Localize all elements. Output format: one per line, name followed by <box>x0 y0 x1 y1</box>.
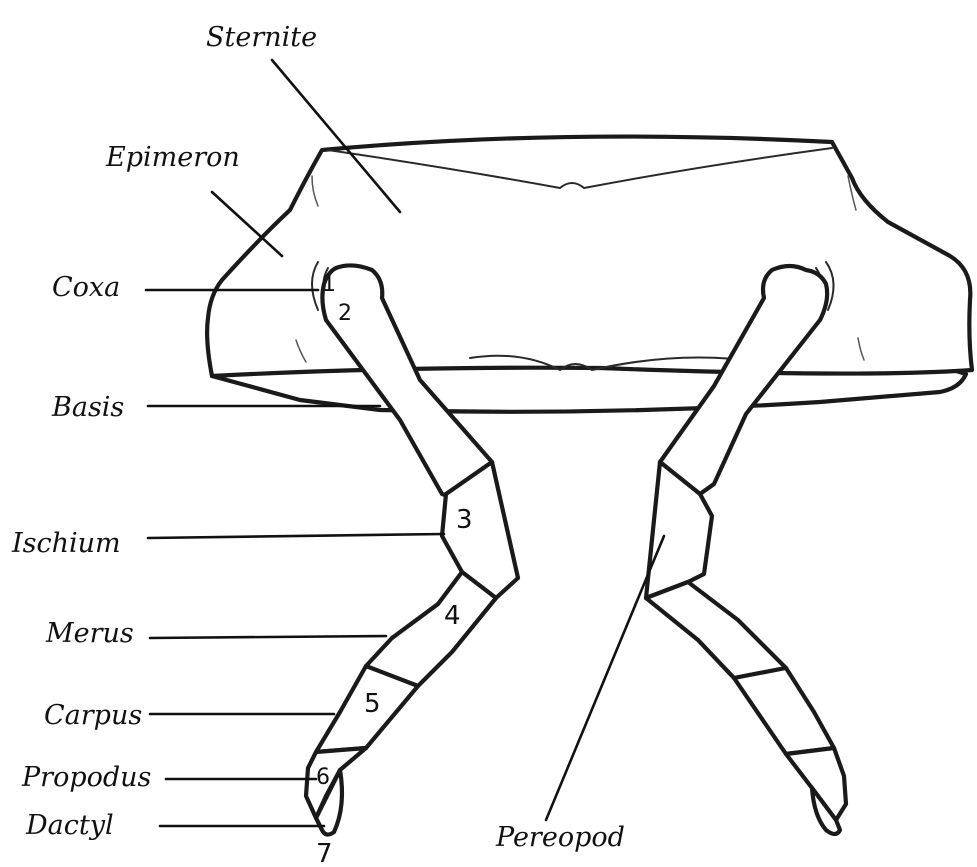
segment-number-7: 7 <box>316 839 333 867</box>
coxa-label: Coxa <box>52 272 120 303</box>
propodus-label: Propodus <box>21 762 151 793</box>
pereopod-label: Pereopod <box>495 822 625 853</box>
segment-number-1: 1 <box>322 272 336 297</box>
dactyl-label: Dactyl <box>25 810 114 841</box>
sternite-label: Sternite <box>206 22 317 53</box>
segment-number-2: 2 <box>338 301 352 326</box>
merus-label: Merus <box>45 618 134 649</box>
pereopod-leader-line <box>546 536 664 820</box>
segment-number-6: 6 <box>316 765 330 790</box>
ischium-label: Ischium <box>11 528 121 559</box>
epimeron-label: Epimeron <box>105 142 240 173</box>
ischium-leader-line <box>148 534 444 538</box>
merus-leader-line <box>150 636 386 638</box>
segment-number-5: 5 <box>364 689 381 719</box>
merus-segment <box>366 572 496 686</box>
epimeron-leader-line <box>212 192 282 256</box>
segment-number-3: 3 <box>456 505 473 535</box>
basis-label: Basis <box>51 392 124 423</box>
carpus-label: Carpus <box>44 700 142 731</box>
segment-number-4: 4 <box>444 601 461 631</box>
